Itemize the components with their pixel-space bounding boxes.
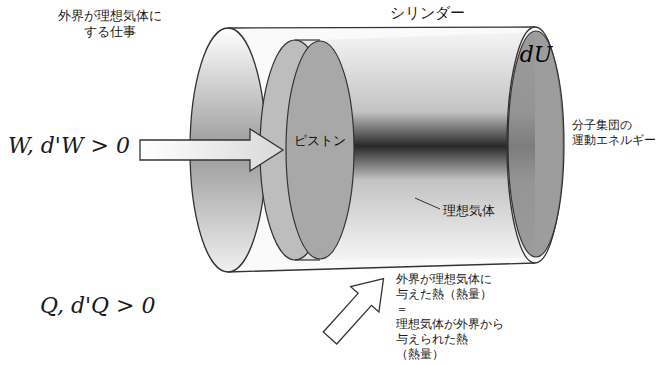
energy-caption: 分子集団の 運動エネルギー <box>572 118 656 148</box>
node-outline <box>285 40 355 260</box>
energy-symbol: dU <box>507 30 565 67</box>
heat-symbol: Q, d'Q > 0 <box>40 292 156 320</box>
piston-face: ピストン <box>285 40 355 260</box>
work-caption: 外界が理想気体に する仕事 <box>58 8 162 41</box>
energy-disc: dU <box>507 30 565 258</box>
part-name: シリンダー <box>390 4 465 23</box>
heat-caption: 外界が理想気体に 与えた熱（熱量） ＝理想気体が外界から 与えられた熱（熱量） <box>396 272 504 362</box>
part-name: 理想気体 <box>443 203 495 219</box>
work-symbol: W, d'W > 0 <box>8 132 130 160</box>
part-name: ピストン <box>285 40 355 150</box>
